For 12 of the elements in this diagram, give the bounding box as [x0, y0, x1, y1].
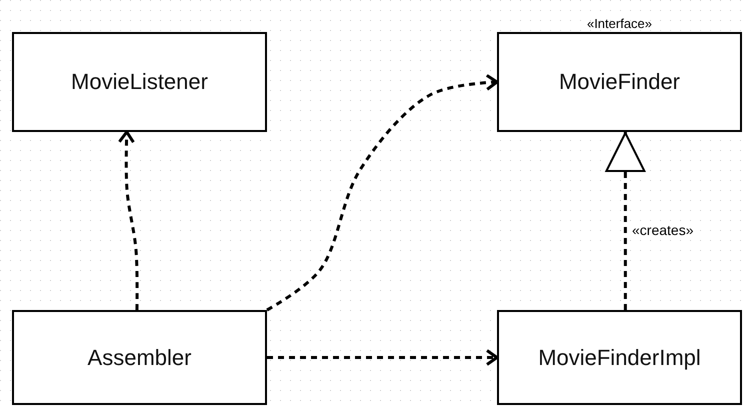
class-name: MovieFinder	[558, 69, 680, 95]
dependency-arrow	[266, 74, 498, 312]
class-box	[12, 310, 267, 405]
class-box	[12, 32, 267, 132]
class-name: MovieListener	[71, 69, 208, 95]
class-box	[497, 310, 742, 405]
class-name: Assembler	[88, 344, 192, 370]
dependency-arrow	[605, 132, 646, 310]
dependency-arrow	[267, 349, 498, 366]
dependency-arrow	[118, 130, 139, 310]
class-name: MovieFinderImpl	[538, 344, 701, 370]
stereotype-label: «Interface»	[586, 16, 654, 31]
